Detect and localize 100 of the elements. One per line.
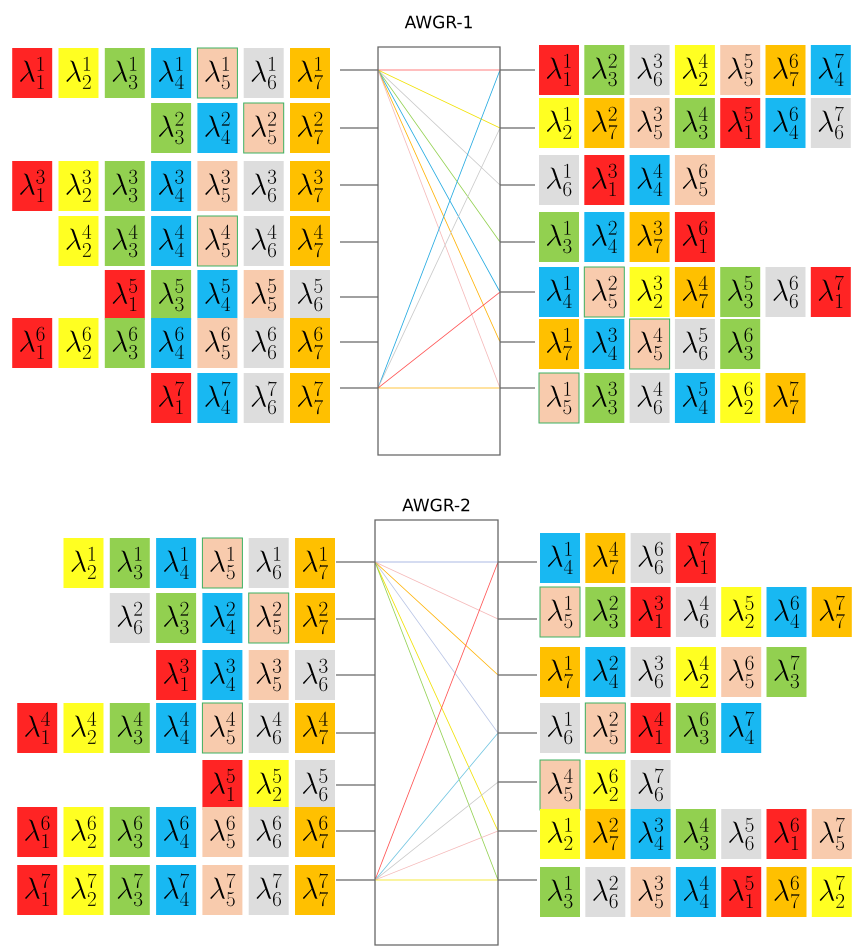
wavelength-tile: $\lambda_{2}^{3}$ (630, 267, 670, 317)
wavelength-tile: $\lambda_{2}^{4}$ (64, 703, 104, 753)
wavelength-tile: $\lambda_{6}^{5}$ (721, 809, 762, 859)
wavelength-tile: $\lambda_{3}^{6}$ (110, 807, 150, 857)
wavelength-tile: $\lambda_{4}^{1}$ (540, 533, 580, 583)
wavelength-tile: $\lambda_{2}^{5}$ (248, 760, 289, 810)
wavelength-tile: $\lambda_{2}^{1}$ (64, 538, 104, 588)
wavelength-tile: $\lambda_{7}^{4}$ (290, 216, 330, 266)
wavelength-tile: $\lambda_{4}^{3}$ (630, 809, 671, 859)
wavelength-tile: $\lambda_{7}^{1}$ (540, 647, 580, 697)
wavelength-tile: $\lambda_{3}^{7}$ (766, 647, 806, 697)
wavelength-tile: $\lambda_{6}^{6}$ (630, 533, 671, 583)
wavelength-tile: $\lambda_{5}^{3}$ (630, 867, 671, 917)
wavelength-tile: $\lambda_{7}^{7}$ (295, 865, 335, 915)
wavelength-tile: $\lambda_{5}^{7}$ (202, 865, 242, 915)
wavelength-tile: $\lambda_{6}^{7}$ (630, 760, 671, 810)
wavelength-tile: $\lambda_{4}^{1}$ (539, 267, 579, 317)
wavelength-tile: $\lambda_{2}^{7}$ (812, 867, 852, 917)
wavelength-tile: $\lambda_{5}^{6}$ (197, 318, 238, 368)
wavelength-tile: $\lambda_{5}^{2}$ (248, 592, 290, 644)
wavelength-tile: $\lambda_{7}^{2}$ (584, 98, 624, 148)
wavelength-tile: $\lambda_{4}^{3}$ (202, 650, 242, 700)
wavelength-tile: $\lambda_{4}^{4}$ (676, 867, 716, 917)
wavelength-tile: $\lambda_{6}^{4}$ (630, 373, 670, 423)
wavelength-tile: $\lambda_{1}^{6}$ (766, 809, 806, 859)
wavelength-tile: $\lambda_{4}^{6}$ (151, 318, 192, 368)
wavelength-tile: $\lambda_{1}^{3}$ (630, 587, 671, 637)
wavelength-tile: $\lambda_{7}^{6}$ (295, 807, 335, 857)
wavelength-tile: $\lambda_{3}^{1}$ (110, 538, 150, 588)
wavelength-tile: $\lambda_{1}^{7}$ (676, 533, 716, 583)
wavelength-tile: $\lambda_{4}^{6}$ (766, 98, 806, 148)
node-label: AWGR-1 (404, 16, 472, 28)
wavelength-tile: $\lambda_{4}^{2}$ (585, 647, 626, 697)
wavelength-tile: $\lambda_{1}^{5}$ (202, 760, 242, 810)
wavelength-tile: $\lambda_{4}^{3}$ (151, 161, 192, 211)
wavelength-tile: $\lambda_{5}^{3}$ (248, 650, 289, 700)
wavelength-tile: $\lambda_{6}^{7}$ (244, 373, 284, 423)
wavelength-tile: $\lambda_{3}^{6}$ (676, 703, 716, 753)
wavelength-tile: $\lambda_{2}^{5}$ (721, 587, 762, 637)
wavelength-tile: $\lambda_{3}^{7}$ (110, 865, 150, 915)
wavelength-tile: $\lambda_{5}^{6}$ (721, 647, 762, 697)
wavelength-tile: $\lambda_{2}^{1}$ (540, 809, 580, 859)
wavelength-tile: $\lambda_{4}^{1}$ (151, 48, 192, 98)
wavelength-tile: $\lambda_{5}^{4}$ (540, 760, 580, 810)
wavelength-tile: $\lambda_{3}^{3}$ (584, 373, 624, 423)
wavelength-tile: $\lambda_{5}^{1}$ (202, 538, 243, 588)
wavelength-tile: $\lambda_{6}^{3}$ (244, 161, 284, 211)
wavelength-tile: $\lambda_{7}^{3}$ (630, 212, 670, 262)
wavelength-tile: $\lambda_{6}^{6}$ (766, 267, 806, 317)
wavelength-tile: $\lambda_{2}^{4}$ (674, 45, 715, 95)
wavelength-tile: $\lambda_{7}^{4}$ (585, 533, 626, 583)
wavelength-tile: $\lambda_{3}^{4}$ (104, 216, 145, 266)
wavelength-tile: $\lambda_{5}^{4}$ (629, 318, 670, 370)
wavelength-tile: $\lambda_{7}^{1}$ (295, 538, 335, 588)
wavelength-tile: $\lambda_{5}^{2}$ (243, 102, 284, 154)
wavelength-tile: $\lambda_{4}^{5}$ (674, 373, 715, 423)
wavelength-tile: $\lambda_{1}^{7}$ (810, 267, 851, 317)
wavelength-tile: $\lambda_{1}^{3}$ (156, 650, 196, 700)
wavelength-tile: $\lambda_{3}^{6}$ (104, 318, 145, 368)
wavelength-tile: $\lambda_{5}^{4}$ (196, 216, 238, 266)
wavelength-tile: $\lambda_{6}^{1}$ (244, 48, 284, 98)
wavelength-tile: $\lambda_{6}^{3}$ (630, 647, 671, 697)
wavelength-tile: $\lambda_{5}^{3}$ (630, 98, 670, 148)
wavelength-tile: $\lambda_{1}^{1}$ (539, 45, 579, 95)
wavelength-tile: $\lambda_{6}^{4}$ (676, 587, 716, 637)
wavelength-tile: $\lambda_{2}^{6}$ (58, 318, 98, 368)
wavelength-tile: $\lambda_{7}^{3}$ (290, 161, 330, 211)
wavelength-tile: $\lambda_{5}^{1}$ (196, 48, 238, 98)
wavelength-tile: $\lambda_{5}^{2}$ (584, 266, 625, 318)
wavelength-tile: $\lambda_{4}^{4}$ (151, 216, 192, 266)
wavelength-tile: $\lambda_{3}^{1}$ (539, 212, 579, 262)
wavelength-tile: $\lambda_{4}^{5}$ (197, 270, 238, 320)
wavelength-tile: $\lambda_{2}^{4}$ (58, 216, 98, 266)
wavelength-tile: $\lambda_{6}^{6}$ (248, 807, 289, 857)
wavelength-tile: $\lambda_{4}^{2}$ (197, 103, 238, 153)
wavelength-tile: $\lambda_{5}^{5}$ (244, 270, 284, 320)
wavelength-tile: $\lambda_{3}^{3}$ (104, 161, 145, 211)
wavelength-tile: $\lambda_{4}^{7}$ (810, 45, 851, 95)
wavelength-tile: $\lambda_{4}^{7}$ (156, 865, 196, 915)
wavelength-tile: $\lambda_{4}^{3}$ (584, 319, 624, 369)
wavelength-tile: $\lambda_{7}^{7}$ (812, 587, 852, 637)
wavelength-tile: $\lambda_{7}^{4}$ (674, 267, 715, 317)
wavelength-tile: $\lambda_{7}^{4}$ (295, 703, 335, 753)
wavelength-tile: $\lambda_{5}^{1}$ (538, 372, 580, 424)
wavelength-tile: $\lambda_{7}^{2}$ (585, 809, 626, 859)
wavelength-tile: $\lambda_{6}^{3}$ (295, 650, 335, 700)
wavelength-tile: $\lambda_{4}^{2}$ (202, 593, 242, 643)
wavelength-tile: $\lambda_{6}^{1}$ (248, 538, 289, 588)
wavelength-tile: $\lambda_{1}^{3}$ (584, 155, 624, 205)
wavelength-tile: $\lambda_{4}^{2}$ (584, 212, 624, 262)
wavelength-tile: $\lambda_{6}^{1}$ (540, 703, 580, 753)
wavelength-tile: $\lambda_{6}^{4}$ (244, 216, 284, 266)
wavelength-tile: $\lambda_{1}^{5}$ (104, 270, 145, 320)
wavelength-tile: $\lambda_{3}^{4}$ (110, 703, 150, 753)
wavelength-tile: $\lambda_{3}^{2}$ (585, 587, 626, 637)
wavelength-tile: $\lambda_{1}^{1}$ (12, 48, 52, 98)
wavelength-tile: $\lambda_{3}^{5}$ (151, 270, 192, 320)
wavelength-tile: $\lambda_{6}^{3}$ (630, 45, 670, 95)
wavelength-tile: $\lambda_{3}^{4}$ (676, 809, 716, 859)
node-label: AWGR-2 (402, 498, 470, 512)
